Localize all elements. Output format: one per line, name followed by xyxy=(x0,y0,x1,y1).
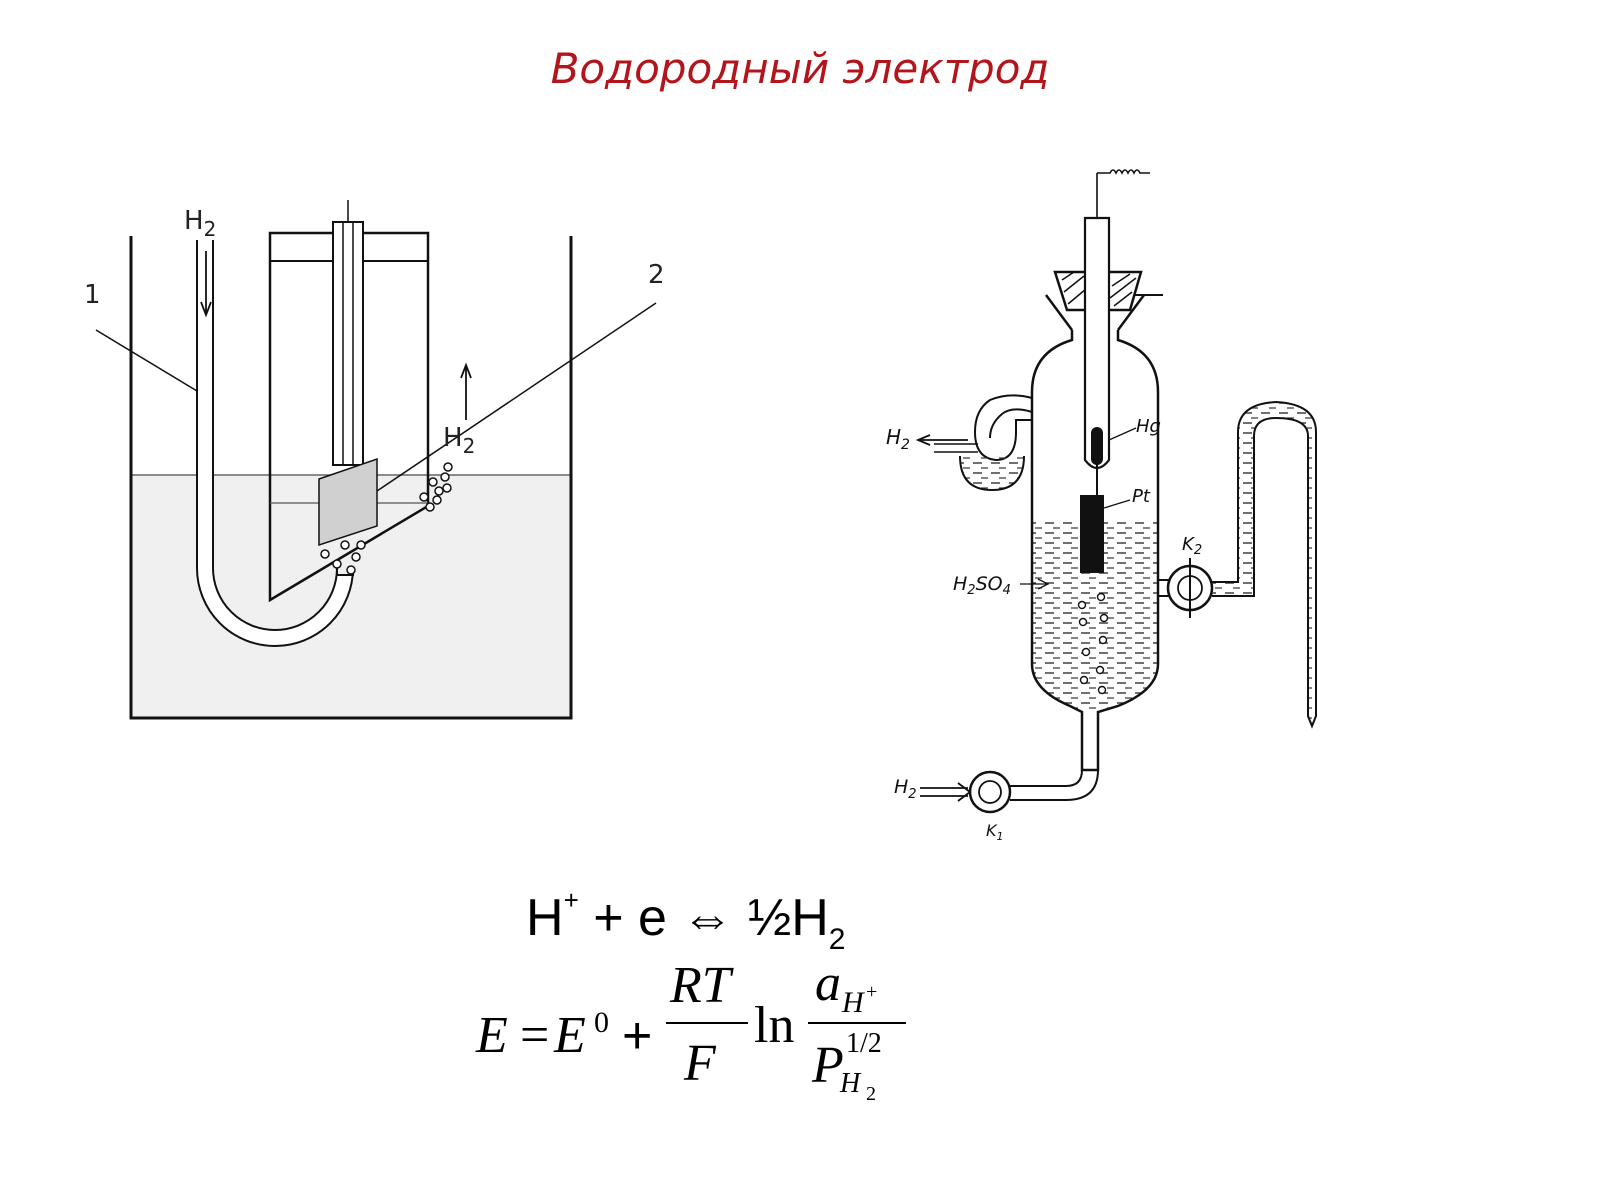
mercury-tube xyxy=(1083,216,1111,470)
h2-inlet-arrow xyxy=(200,251,212,318)
vessel-bubbles xyxy=(1077,592,1109,695)
activity-sub: H xyxy=(842,986,864,1019)
inlet-tube-bottom xyxy=(1010,769,1099,801)
platinum-plate-right xyxy=(1080,495,1104,573)
glass-bell xyxy=(268,231,430,603)
label-h2-out-right: H2 xyxy=(886,425,910,453)
label-pt: Pt xyxy=(1132,486,1151,507)
left-electrode-diagram: 1 2 H2 H2 xyxy=(84,200,665,720)
label-hg: Hg xyxy=(1136,416,1161,437)
label-k2: K2 xyxy=(1182,534,1202,558)
h2-in-arrow-right xyxy=(920,782,972,802)
pressure-sub: H xyxy=(840,1068,861,1099)
ln-operator: ln xyxy=(754,997,795,1054)
h2-outlet-arrow xyxy=(460,362,472,420)
wire-coil xyxy=(1097,169,1150,175)
label-1: 1 xyxy=(84,280,101,310)
electrode-rod xyxy=(332,221,364,466)
equals-sign: = xyxy=(520,1007,550,1064)
fraction-bar-rt-f xyxy=(666,1022,748,1024)
seal-bulb xyxy=(959,455,1025,492)
outlet-tube xyxy=(973,394,1033,462)
label-h2so4: H2SO4 xyxy=(953,573,1011,598)
label-2: 2 xyxy=(648,260,665,290)
fraction-bar-ln xyxy=(808,1022,906,1024)
stopcock-k1 xyxy=(968,770,1012,814)
mercury xyxy=(1091,427,1103,465)
standard-potential-sup: 0 xyxy=(594,1006,609,1039)
nernst-equation: E = E 0 + RT F ln a H + P 1/2 H 2 xyxy=(470,955,950,1140)
label-k1: K1 xyxy=(986,821,1004,843)
label-h2-in-right: H2 xyxy=(894,776,917,802)
label-h2-out: H2 xyxy=(443,423,475,458)
activity-sub-sup: + xyxy=(866,981,878,1003)
f-denominator: F xyxy=(684,1035,716,1092)
h2-out-arrow-right xyxy=(915,434,968,446)
leader-line-2 xyxy=(376,302,657,492)
pressure-sup: 1/2 xyxy=(846,1028,882,1059)
standard-potential: E xyxy=(554,1007,586,1064)
leader-line-1 xyxy=(95,329,198,392)
pressure-sub-sub: 2 xyxy=(866,1083,876,1105)
potential-symbol: E xyxy=(476,1007,508,1064)
pressure-symbol: P xyxy=(812,1037,844,1094)
vessel-liquid xyxy=(1032,520,1158,712)
label-h2-in: H2 xyxy=(184,206,216,241)
half-reaction: H+ + e ⇔ ½H2 xyxy=(526,885,846,956)
activity-symbol: a xyxy=(815,955,841,1012)
right-electrode-diagram: H2 Hg Pt H2SO4 K2 H2 K1 xyxy=(886,169,1317,843)
gas-bubbles xyxy=(320,462,453,575)
plus-sign: + xyxy=(622,1007,653,1065)
beaker xyxy=(129,236,573,720)
rt-numerator: RT xyxy=(670,957,731,1014)
slide-title: Водородный электрод xyxy=(550,44,1050,93)
manometer-tube xyxy=(1212,400,1317,729)
platinum-plate xyxy=(318,457,378,547)
